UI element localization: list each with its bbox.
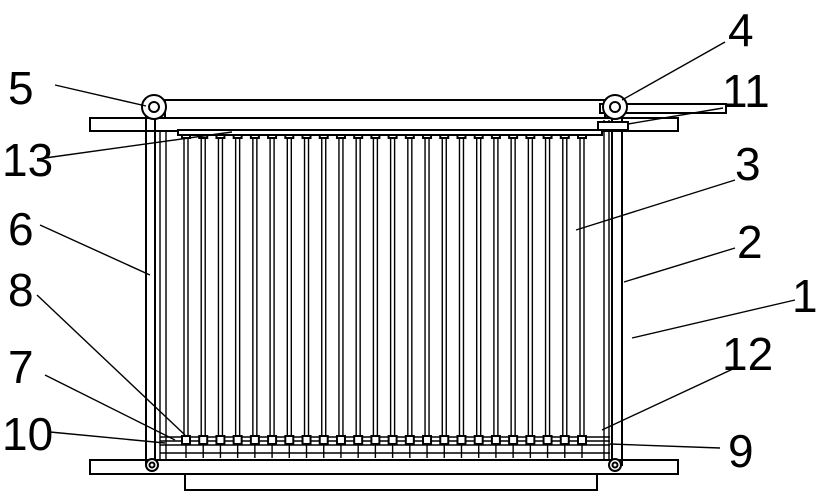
callout-11: 11 (722, 65, 770, 117)
leader-7 (44, 374, 176, 441)
left-post (145, 108, 167, 466)
leader-12 (601, 367, 736, 431)
callout-8: 8 (8, 264, 34, 316)
tube (559, 134, 570, 458)
bottom-plate (89, 459, 679, 475)
leader-lines (36, 41, 796, 449)
tube (542, 134, 553, 458)
tube (215, 134, 226, 458)
leader-8 (36, 294, 186, 436)
tube (525, 134, 536, 458)
callout-5: 5 (8, 62, 34, 114)
callout-7: 7 (8, 341, 34, 393)
leader-6 (39, 224, 151, 276)
right-post (603, 108, 623, 466)
tube (335, 134, 346, 458)
callout-4: 4 (728, 4, 754, 56)
top-right-arm (599, 103, 727, 114)
tube (284, 134, 295, 458)
tube (198, 134, 209, 458)
pulley-top-left (141, 94, 167, 120)
tube (422, 134, 433, 458)
callout-2: 2 (737, 216, 763, 268)
tube (318, 134, 329, 458)
leader-10 (49, 431, 166, 444)
pulley-bottom-left (145, 458, 159, 472)
tube-array (181, 134, 587, 458)
tube (473, 134, 484, 458)
tube (404, 134, 415, 458)
tube (439, 134, 450, 458)
callout-labels: 4 11 5 13 3 6 2 1 8 12 7 10 9 (2, 4, 818, 477)
callout-6: 6 (8, 203, 34, 255)
bottom-base (184, 473, 598, 491)
tube (249, 134, 260, 458)
top-rail (164, 99, 606, 119)
leader-4 (621, 41, 726, 101)
tube (387, 134, 398, 458)
callout-13: 13 (2, 134, 53, 186)
top-right-block (597, 121, 629, 131)
tube (301, 134, 312, 458)
leader-13 (44, 131, 233, 159)
leader-9 (609, 443, 721, 449)
callout-3: 3 (735, 138, 761, 190)
callout-9: 9 (728, 425, 754, 477)
tube (490, 134, 501, 458)
callout-10: 10 (2, 408, 53, 460)
tube (267, 134, 278, 458)
tube (353, 134, 364, 458)
leader-11 (627, 107, 724, 125)
leader-5 (54, 84, 147, 107)
tube (508, 134, 519, 458)
callout-1: 1 (792, 270, 818, 322)
leader-1 (631, 299, 796, 339)
bottom-header-bars (160, 436, 610, 454)
callout-12: 12 (722, 328, 773, 380)
tube (370, 134, 381, 458)
tube (456, 134, 467, 458)
pulley-top-right (602, 94, 628, 120)
leader-3 (575, 179, 736, 231)
tube (181, 134, 191, 458)
pulley-bottom-right (608, 458, 622, 472)
leader-2 (623, 247, 736, 283)
tube (232, 134, 243, 458)
tube (577, 134, 587, 458)
